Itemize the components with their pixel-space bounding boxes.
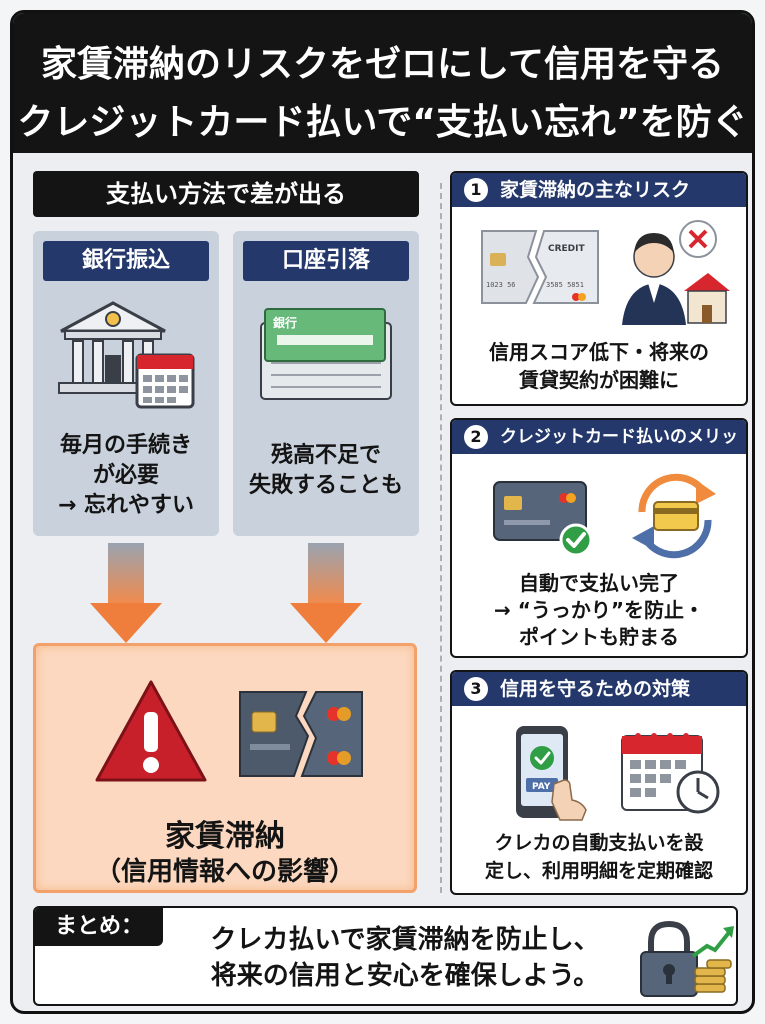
worried-man-house-icon <box>622 220 730 325</box>
panel-measures-title: 信用を守るための対策 <box>500 678 691 700</box>
bank-transfer-label: 銀行振込 <box>43 241 209 281</box>
down-arrow-left-shaft <box>108 543 144 605</box>
headline-line-1: 家賃滞納のリスクをゼロにして信用を守る <box>41 44 724 85</box>
direct-debit-label: 口座引落 <box>243 241 409 281</box>
header: 家賃滞納のリスクをゼロにして信用を守る クレジットカード払いで“支払い忘れ”を防… <box>13 13 752 153</box>
broken-credit-card-icon: CREDIT 1023 56 3585 5851 <box>481 230 599 304</box>
panel-benefits-header: 2 クレジットカード払いのメリット <box>452 420 746 481</box>
bank-transfer-line-1: 毎月の手続き <box>59 433 192 458</box>
panel-risks-title: 家賃滞納の主なリスク <box>500 179 691 201</box>
panel-risks-header: 1 家賃滞納の主なリスク <box>452 173 746 207</box>
bank-transfer-line-3: → 忘れやすい <box>57 493 195 518</box>
broken-card-icon <box>239 691 363 777</box>
panel-measures-line-1: クレカの自動支払いを設 <box>494 832 704 854</box>
panel-measures-number: 3 <box>464 677 488 701</box>
card-credit-text: CREDIT <box>548 244 586 254</box>
left-section-title: 支払い方法で差が出る <box>33 171 419 217</box>
summary-tag: まとめ： <box>35 908 163 946</box>
passbook-label: 銀行 <box>272 315 297 330</box>
calendar-clock-icon <box>621 733 720 814</box>
panel-measures-line-2: 定し、利用明細を定期確認 <box>484 860 713 882</box>
padlock-coins-icon <box>640 920 734 997</box>
panel-risks-line-1: 信用スコア低下・将来の <box>489 340 709 364</box>
panel-measures-header: 3 信用を守るための対策 <box>452 672 746 706</box>
headline-line-2: クレジットカード払いで“支払い忘れ”を防ぐ <box>17 102 748 143</box>
warning-triangle-icon <box>95 680 207 782</box>
result-title: 家賃滞納 <box>165 819 285 854</box>
panel-benefits-line-3: ポイントも貯まる <box>519 625 679 649</box>
panel-risks: 1 家賃滞納の主なリスク CREDIT 1023 56 3585 5851 信用… <box>450 171 748 406</box>
bank-transfer-line-2: が必要 <box>92 463 159 488</box>
panel-benefits-number: 2 <box>464 425 488 449</box>
summary-line-1: クレカ払いで家賃滞納を防止し、 <box>210 925 600 955</box>
panel-benefits-title: クレジットカード払いのメリット <box>500 427 738 481</box>
down-arrow-right-icon <box>290 603 362 643</box>
panel-benefits-line-2: → “うっかり”を防止・ <box>493 598 704 622</box>
card-number-right: 3585 5851 <box>546 281 584 289</box>
credit-card-check-icon <box>493 481 593 557</box>
phone-pay-label: PAY <box>532 782 551 792</box>
column-divider <box>440 183 442 893</box>
auto-payment-cycle-icon <box>632 473 716 559</box>
down-arrow-right-shaft <box>308 543 344 605</box>
summary-line-2: 将来の信用と安心を確保しよう。 <box>210 961 600 991</box>
panel-risks-number: 1 <box>464 178 488 202</box>
late-rent-result-box: 家賃滞納 （信用情報への影響） <box>33 643 417 893</box>
down-arrow-left-icon <box>90 603 162 643</box>
card-number-left: 1023 56 <box>486 281 516 289</box>
result-subtitle: （信用情報への影響） <box>94 857 355 887</box>
passbook-icon: 銀行 <box>260 308 392 400</box>
infographic: 家賃滞納のリスクをゼロにして信用を守る クレジットカード払いで“支払い忘れ”を防… <box>10 10 755 1014</box>
smartphone-pay-icon: PAY <box>516 726 587 821</box>
bank-transfer-column: 銀行振込 毎月の手続き が必要 → 忘れやすい <box>33 231 219 536</box>
panel-benefits-line-1: 自動で支払い完了 <box>519 571 679 595</box>
panel-benefits: 2 クレジットカード払いのメリット 自動で支払い完了 → “うっかり”を防止・ … <box>450 418 748 658</box>
direct-debit-line-2: 失敗することも <box>248 473 403 498</box>
panel-measures: 3 信用を守るための対策 PAY クレカの自動支払いを設 定 <box>450 670 748 895</box>
bank-building-icon <box>58 301 195 409</box>
panel-risks-line-2: 賃貸契約が困難に <box>519 368 679 392</box>
direct-debit-column: 口座引落 銀行 残高不足で 失敗することも <box>233 231 419 536</box>
summary-box: まとめ： クレカ払いで家賃滞納を防止し、 将来の信用と安心を確保しよう。 <box>33 906 738 1006</box>
direct-debit-line-1: 残高不足で <box>270 443 381 468</box>
